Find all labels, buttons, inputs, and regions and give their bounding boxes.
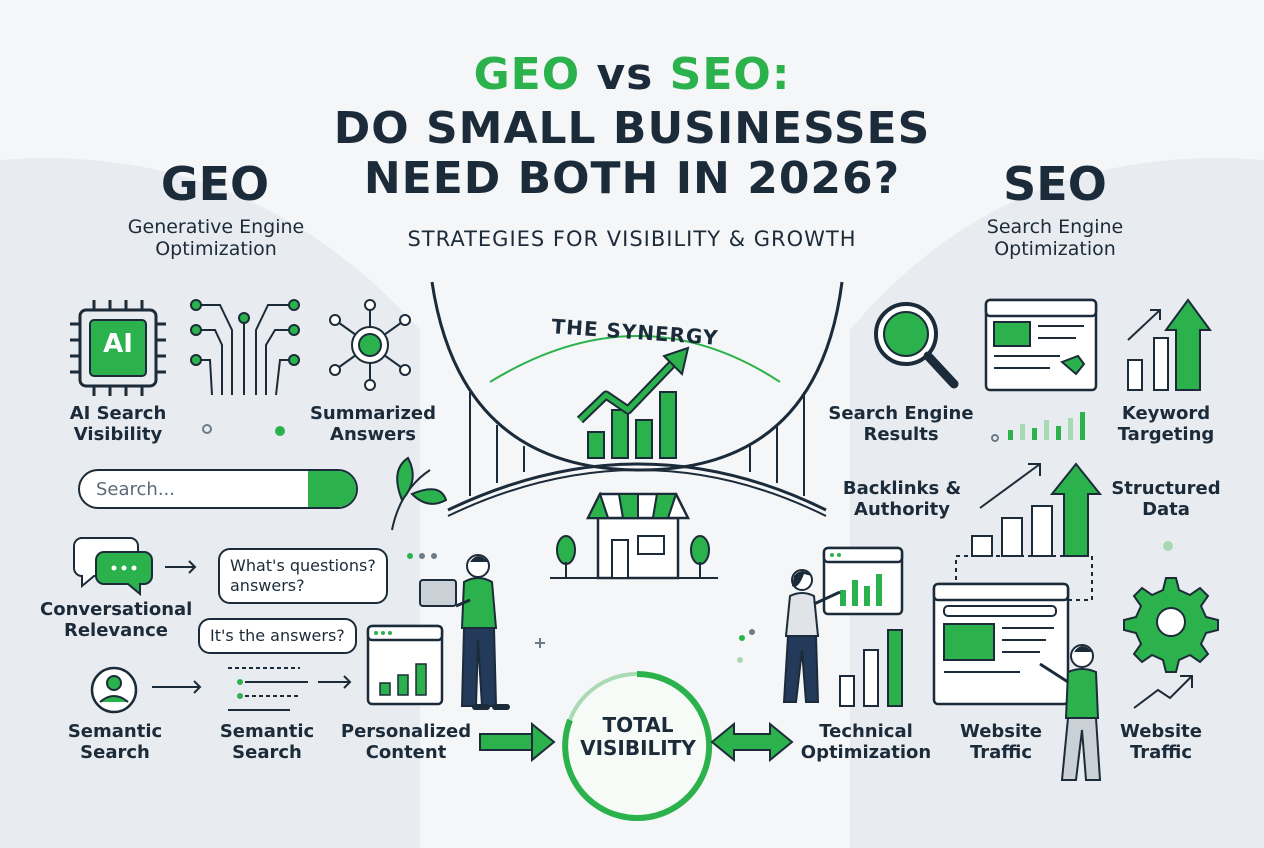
search-button[interactable] [308, 471, 356, 507]
network-tree-icon [190, 299, 300, 396]
label-conversational-2: Relevance [63, 620, 169, 641]
label-technical-2: Optimization [800, 742, 932, 763]
label-traffic-1b: Traffic [969, 742, 1033, 763]
hub-icon [329, 299, 411, 391]
bubble-answer-text: It's the answers? [210, 626, 345, 645]
search-bar[interactable]: Search... [78, 469, 358, 509]
search-placeholder: Search... [96, 479, 176, 500]
total-visibility-ring [562, 671, 713, 821]
label-conversational-1: Conversational [40, 599, 193, 620]
label-backlinks-2: Authority [854, 499, 950, 520]
label-keyword-1: Keyword [1121, 403, 1211, 424]
label-results-1: Search Engine [828, 403, 974, 424]
content-window-icon [366, 624, 444, 706]
title-line-2: DO SMALL BUSINESSES [333, 103, 931, 154]
chat-bubble-question: What's questions? answers? [218, 548, 388, 604]
dot-decor [275, 426, 285, 436]
label-ai-search-2: Visibility [73, 424, 163, 445]
title-seo: SEO: [669, 49, 791, 100]
geo-subheading-1: Generative Engine [127, 216, 305, 238]
label-semantic-1b: Search [80, 742, 150, 763]
keyword-growth-icon [1127, 298, 1212, 391]
website-window-illustration [932, 555, 1102, 781]
label-keyword-2: Targeting [1117, 424, 1215, 445]
dot-decor [1163, 541, 1173, 551]
flow-arrows [152, 560, 352, 694]
storefront-icon [550, 491, 718, 580]
traffic-trend-icon [1133, 675, 1193, 709]
title-geo: GEO [473, 49, 581, 100]
label-semantic-2b: Search [232, 742, 302, 763]
bubble-line-2: answers? [230, 576, 305, 595]
total-label-2: VISIBILITY [580, 736, 696, 760]
person-presenting-illustration [737, 546, 904, 707]
dot-decor [202, 424, 212, 434]
gear-icon [1123, 577, 1219, 673]
growth-chart-icon [576, 346, 690, 459]
semantic-list-icon [228, 667, 308, 711]
total-visibility-label: TOTAL VISIBILITY [566, 714, 710, 760]
ai-chip-label: AI [103, 329, 133, 359]
subtitle: STRATEGIES FOR VISIBILITY & GROWTH [407, 227, 857, 251]
user-avatar-icon [90, 666, 138, 714]
double-arrow [710, 721, 794, 763]
seo-subheading-1: Search Engine [986, 216, 1124, 238]
label-personalized-2: Content [365, 742, 447, 763]
leaf-icon [391, 456, 448, 531]
label-technical-1: Technical [819, 721, 913, 742]
person-laptop-illustration [407, 553, 510, 710]
label-traffic-1a: Website [959, 721, 1042, 742]
chat-icon [73, 537, 153, 597]
label-summarized-1: Summarized [309, 403, 437, 424]
title-line-3: NEED BOTH IN 2026? [363, 153, 901, 204]
total-label-1: TOTAL [602, 713, 674, 737]
geo-heading: GEO [160, 157, 270, 211]
mini-bars-decor [991, 412, 1085, 442]
title-line-1: GEO vs SEO: [0, 49, 1264, 100]
label-traffic-2a: Website [1119, 721, 1202, 742]
label-results-2: Results [863, 424, 939, 445]
ai-chip-icon [70, 300, 166, 396]
search-results-window-icon [984, 298, 1098, 392]
label-semantic-1a: Semantic [67, 721, 163, 742]
label-ai-search-1: AI Search [69, 403, 167, 424]
synergy-bridge [430, 281, 844, 517]
label-structured-1: Structured [1111, 478, 1221, 499]
geo-subheading-2: Optimization [155, 238, 277, 260]
label-summarized-2: Answers [330, 424, 416, 445]
arrow-into-total [479, 721, 556, 763]
seo-heading: SEO [1003, 157, 1107, 211]
chat-bubble-answer: It's the answers? [198, 618, 357, 654]
label-personalized-1: Personalized [340, 721, 472, 742]
bubble-line-1: What's questions? [230, 556, 376, 575]
label-structured-2: Data [1142, 499, 1190, 520]
plus-decor [535, 638, 545, 648]
label-traffic-2b: Traffic [1129, 742, 1193, 763]
label-semantic-2a: Semantic [219, 721, 315, 742]
label-backlinks-1: Backlinks & [842, 478, 962, 499]
seo-subheading-2: Optimization [994, 238, 1116, 260]
title-vs: vs [596, 49, 654, 100]
magnifier-icon [874, 302, 959, 389]
